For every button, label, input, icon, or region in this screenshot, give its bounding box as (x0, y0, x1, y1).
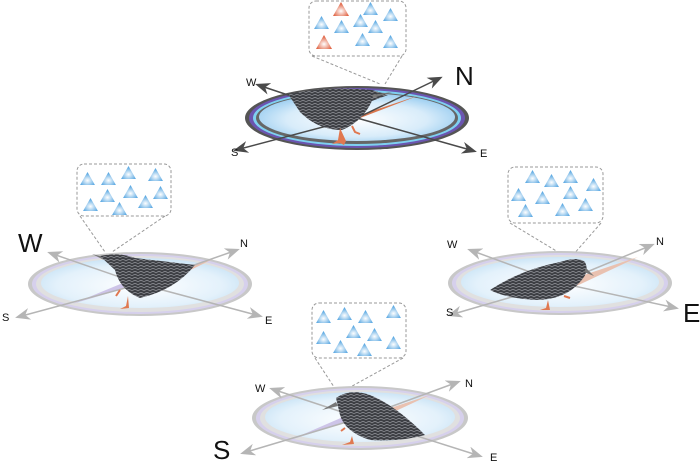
panel-north: W S E N (231, 0, 487, 160)
bird-facing-east (490, 259, 594, 310)
label-e: E (265, 315, 272, 327)
bird-facing-west (92, 254, 195, 309)
bird-facing-south (322, 392, 425, 445)
label-n: N (656, 236, 664, 248)
label-s: S (446, 307, 453, 319)
callout-box (308, 0, 407, 85)
label-e: E (480, 148, 487, 160)
label-e: E (490, 452, 497, 464)
label-n: N (240, 238, 248, 250)
callout-box (507, 166, 604, 256)
heading-label-large: N (455, 61, 474, 91)
label-n: N (465, 378, 473, 390)
label-w: W (255, 383, 266, 395)
label-s: S (2, 312, 9, 324)
heading-label-large: W (18, 228, 43, 258)
callout-box (76, 163, 172, 253)
label-s: S (231, 147, 238, 159)
label-w: W (246, 77, 257, 89)
panel-south: W N E S (213, 302, 497, 465)
label-w: W (447, 239, 458, 251)
panel-east: W N S E (446, 166, 700, 328)
bird-facing-north (288, 88, 392, 145)
callout-box (311, 302, 407, 391)
heading-label-large: S (213, 435, 230, 465)
panel-west: W N S E (2, 163, 272, 327)
heading-label-large: E (683, 298, 700, 328)
